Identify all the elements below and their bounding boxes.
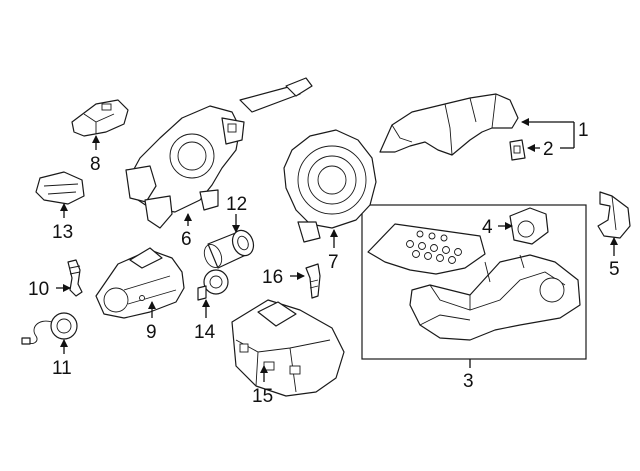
callout-1: 1 [578, 120, 589, 141]
part-14-ring [197, 269, 229, 301]
part-4-ring [509, 207, 549, 245]
callout-15: 15 [252, 386, 273, 407]
part-12-lock-cylinder [203, 229, 255, 269]
callout-14: 14 [194, 322, 216, 343]
part-8-switch-module [71, 99, 129, 137]
callout-5: 5 [609, 259, 620, 280]
callout-leaders [56, 118, 618, 382]
part-15-control-module [231, 299, 345, 397]
callout-10: 10 [28, 279, 49, 300]
callout-2: 2 [543, 139, 554, 160]
callout-6: 6 [181, 229, 192, 250]
callout-4: 4 [482, 217, 493, 238]
part-6-combination-switch [125, 77, 313, 229]
callout-9: 9 [146, 322, 157, 343]
part-9-lock-housing [95, 247, 185, 319]
callout-13: 13 [52, 222, 73, 243]
callout-12: 12 [226, 194, 247, 215]
callout-11: 11 [52, 358, 72, 379]
part-3-group-box [361, 204, 587, 360]
part-2-clip [509, 139, 526, 161]
part-13-connector [35, 171, 85, 205]
part-1-upper-column-cover [379, 93, 519, 156]
callout-8: 8 [90, 154, 101, 175]
callout-3: 3 [463, 371, 474, 392]
part-16-bolt [305, 263, 321, 299]
part-11-sensor [21, 312, 78, 345]
part-5-bracket [597, 191, 631, 239]
part-7-clock-spring [283, 129, 377, 243]
callout-7: 7 [328, 252, 339, 273]
part-3-lower-column-cover [367, 223, 581, 341]
callout-16: 16 [262, 267, 283, 288]
callout-labels: 1 2 3 4 5 6 7 8 9 10 11 12 13 14 15 16 [28, 120, 620, 407]
part-10-bulb-socket [67, 259, 83, 297]
